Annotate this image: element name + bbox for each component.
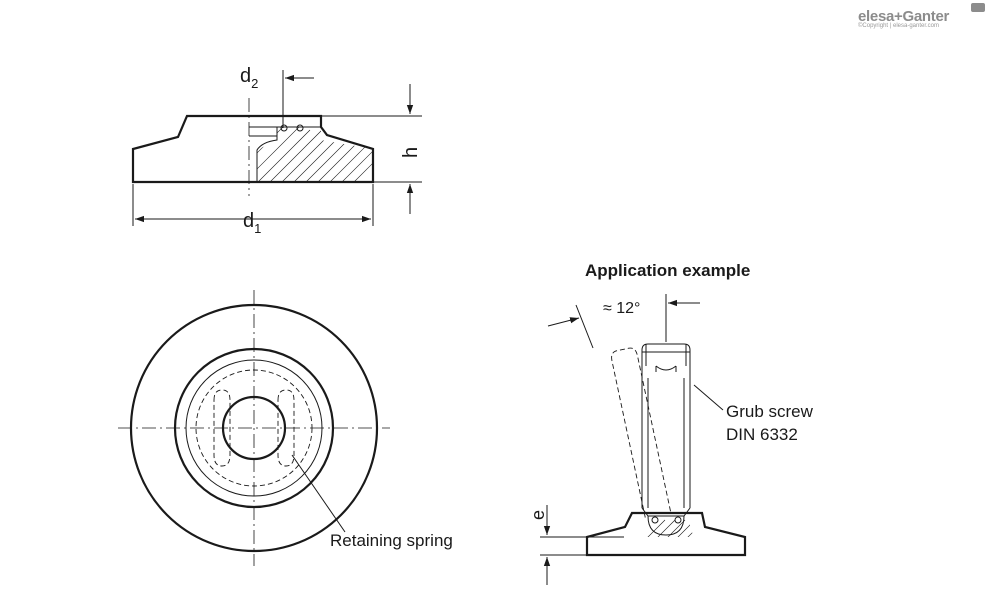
label-din: DIN 6332: [726, 425, 798, 444]
spring-hidden-left: [213, 389, 231, 467]
side-section-view: [131, 98, 375, 196]
label-retaining-spring: Retaining spring: [330, 531, 453, 550]
application-title: Application example: [585, 261, 750, 280]
tilted-screw-hidden: [611, 347, 672, 518]
leader-grub-screw: [693, 384, 724, 411]
application-foot: [585, 511, 747, 557]
spring-section-right: [296, 124, 304, 132]
top-view: Retaining spring: [118, 290, 453, 566]
label-angle: ≈ 12°: [603, 300, 640, 317]
grub-screw: [641, 343, 691, 517]
application-example: Application example: [528, 261, 814, 585]
label-grub-screw: Grub screw: [726, 402, 814, 421]
brand-logo: elesa+Ganter ©Copyright | elesa-ganter.c…: [858, 8, 949, 29]
brand-copyright: ©Copyright | elesa-ganter.com: [858, 23, 940, 29]
section-bore-edge: [256, 126, 321, 182]
brand-name: elesa+Ganter: [858, 8, 950, 25]
certification-mark-icon: [971, 3, 985, 12]
label-h: h: [400, 147, 422, 158]
dimension-d1: d1: [132, 184, 374, 236]
dimension-d2: d2: [240, 65, 314, 128]
label-e: e: [528, 510, 548, 520]
dimension-h: h: [322, 84, 422, 214]
spring-section-left: [280, 124, 288, 132]
leader-retaining-spring: [291, 454, 346, 533]
dimension-e: e: [528, 505, 624, 585]
section-hatching: [257, 127, 373, 182]
dimension-angle: ≈ 12°: [547, 294, 700, 349]
base-outline: [131, 114, 375, 184]
spring-hidden-right: [277, 389, 295, 467]
label-d2: d2: [240, 65, 258, 91]
label-d1: d1: [243, 210, 261, 236]
